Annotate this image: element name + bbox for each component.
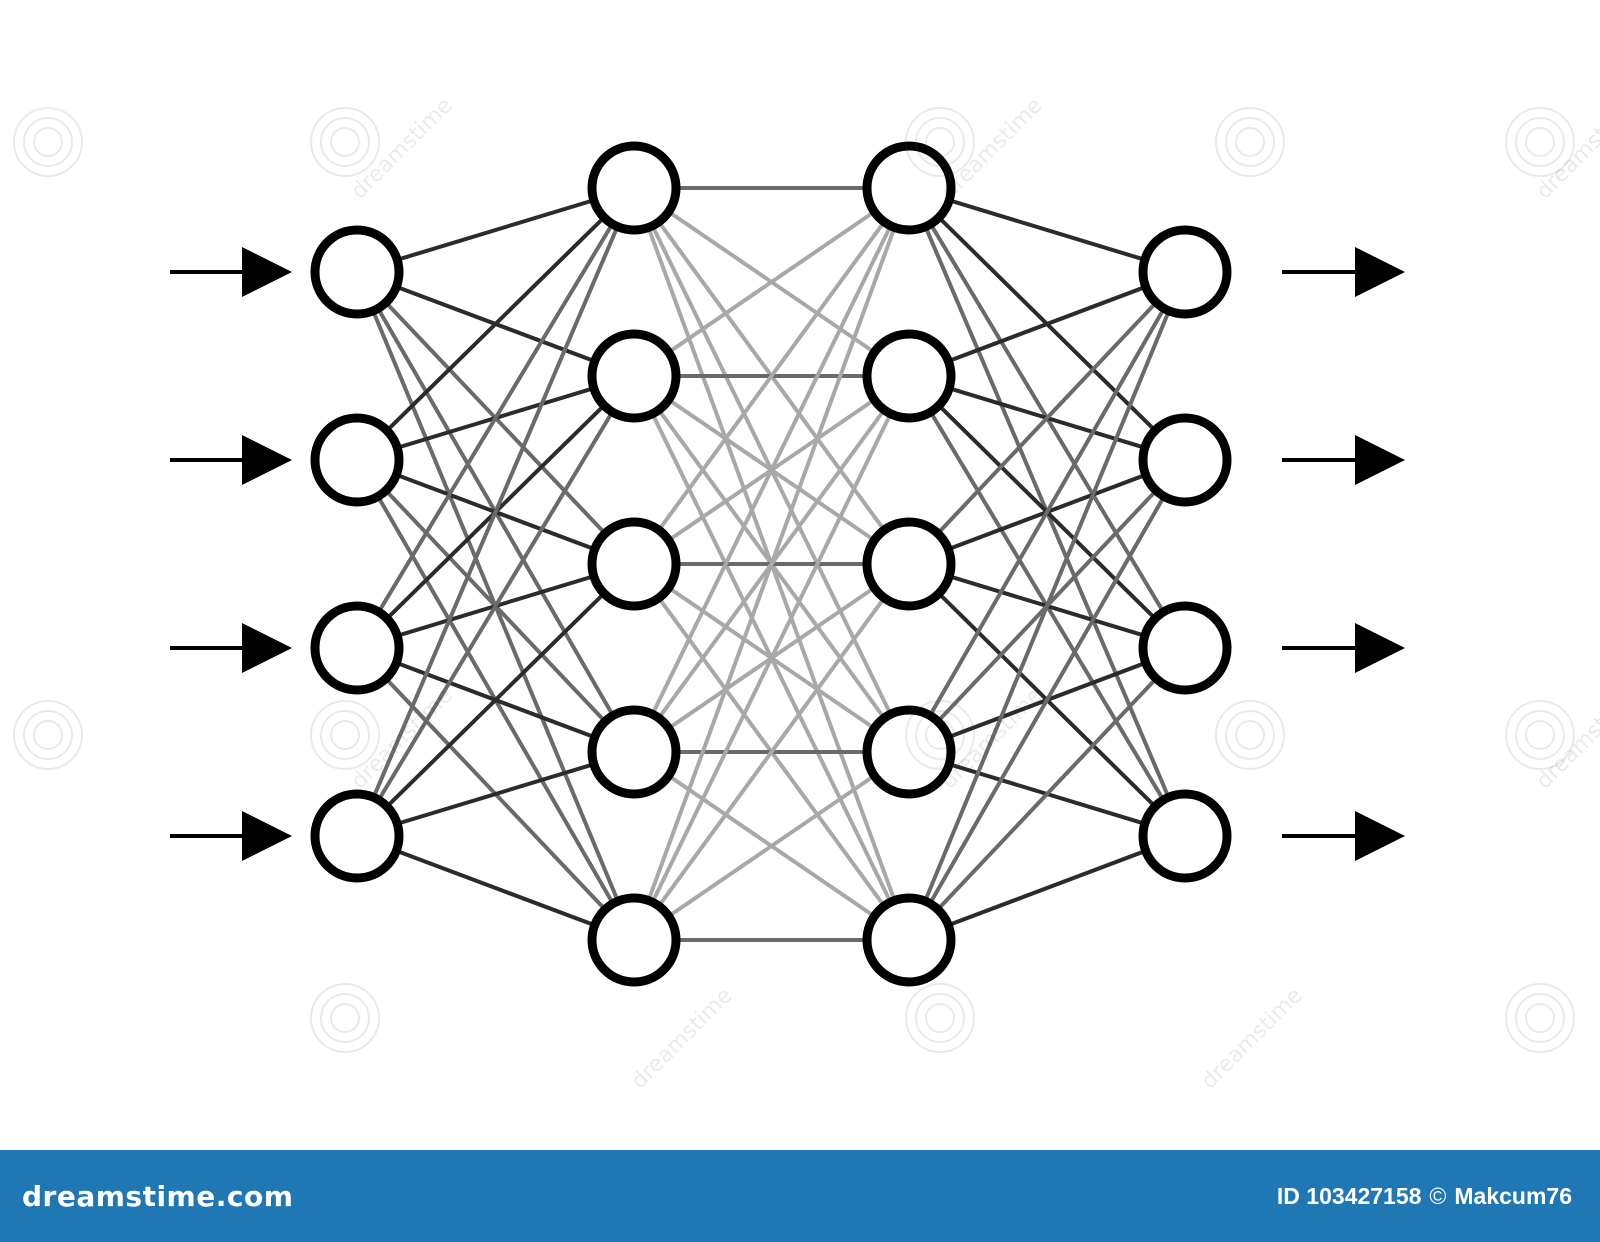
neuron-node-l1-1 — [310, 225, 404, 319]
input-arrow-icon — [170, 811, 292, 861]
connection-line — [907, 270, 1187, 566]
input-arrow-icon — [170, 623, 292, 673]
input-arrow-icon — [170, 247, 292, 297]
connection-line — [355, 750, 636, 838]
neuron-node-l2-2 — [587, 329, 681, 423]
neuron-node-l1-2 — [310, 413, 404, 507]
neuron-node-l2-5 — [587, 893, 681, 987]
neuron-node-l1-4 — [310, 789, 404, 883]
connection-line — [907, 186, 1187, 274]
image-credit: ID 103427158 © Makcum76 — [1277, 1183, 1572, 1210]
neuron-node-l3-5 — [862, 893, 956, 987]
io-arrows — [170, 247, 1405, 861]
connection-line — [632, 186, 911, 942]
neurons — [310, 141, 1232, 987]
connection-line — [355, 374, 636, 838]
connection-line — [632, 186, 911, 378]
arrow-head-icon — [1355, 435, 1405, 485]
image-id-label: ID 103427158 — [1276, 1182, 1422, 1209]
output-arrow-icon — [1282, 623, 1405, 673]
arrow-head-icon — [242, 623, 292, 673]
arrow-head-icon — [242, 247, 292, 297]
neuron-node-l3-3 — [862, 517, 956, 611]
connection-line — [355, 186, 636, 650]
connection-line — [355, 562, 636, 838]
connection-line — [907, 646, 1187, 942]
neuron-node-l4-4 — [1138, 789, 1232, 883]
arrow-head-icon — [1355, 811, 1405, 861]
connection-line — [355, 186, 636, 274]
neural-network-diagram — [170, 141, 1405, 987]
connection-line — [632, 374, 911, 942]
arrow-head-icon — [242, 811, 292, 861]
dreamstime-logo[interactable]: dreamstime.com — [22, 1179, 294, 1213]
neuron-node-l2-1 — [587, 141, 681, 235]
copyright-icon: © — [1429, 1182, 1447, 1209]
connection-line — [907, 270, 1187, 754]
output-arrow-icon — [1282, 435, 1405, 485]
author-name[interactable]: Makcum76 — [1454, 1182, 1572, 1209]
output-arrow-icon — [1282, 811, 1405, 861]
arrow-head-icon — [242, 435, 292, 485]
connection-line — [355, 834, 636, 942]
neuron-node-l2-4 — [587, 705, 681, 799]
neuron-node-l2-3 — [587, 517, 681, 611]
arrow-head-icon — [1355, 247, 1405, 297]
connection-line — [632, 750, 911, 942]
neuron-node-l3-4 — [862, 705, 956, 799]
footer-bar: dreamstime.com ID 103427158 © Makcum76 — [0, 1150, 1600, 1242]
neuron-node-l4-1 — [1138, 225, 1232, 319]
connection-line — [355, 186, 636, 838]
neuron-node-l4-2 — [1138, 413, 1232, 507]
arrow-head-icon — [1355, 623, 1405, 673]
network-canvas — [170, 141, 1405, 987]
connection-line — [907, 270, 1187, 378]
connection-line — [632, 186, 911, 754]
output-arrow-icon — [1282, 247, 1405, 297]
neuron-node-l3-1 — [862, 141, 956, 235]
input-arrow-icon — [170, 435, 292, 485]
connection-line — [907, 834, 1187, 942]
connection-line — [907, 458, 1187, 942]
connections — [355, 186, 1187, 942]
neuron-node-l1-3 — [310, 601, 404, 695]
connection-line — [907, 270, 1187, 942]
connection-line — [355, 186, 636, 462]
connection-line — [632, 562, 911, 942]
neuron-node-l3-2 — [862, 329, 956, 423]
neuron-node-l4-3 — [1138, 601, 1232, 695]
connection-line — [632, 186, 911, 566]
